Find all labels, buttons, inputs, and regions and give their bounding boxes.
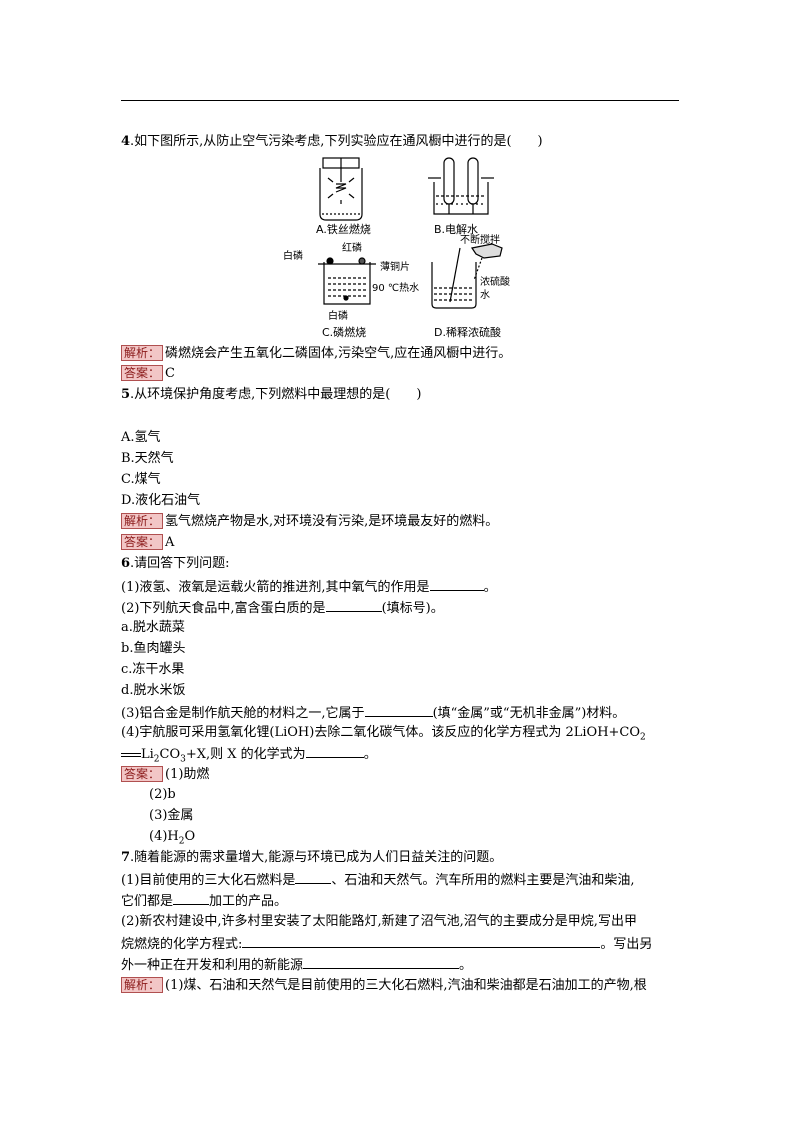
q5-answer: 答案：A — [121, 534, 174, 551]
q7-part2-line2: 烷燃烧的化学方程式:。写出另 — [121, 935, 653, 952]
label-hot-water: 90 ℃热水 — [372, 281, 419, 294]
q6-answer-2: (2)b — [149, 787, 176, 802]
answer-blank — [429, 578, 484, 591]
q6-stem: 6.请回答下列问题: — [121, 556, 230, 571]
q6-part3: (3)铝合金是制作航天舱的材料之一,它属于(填“金属”或“无机非金属”)材料。 — [121, 704, 626, 721]
q6-part4-line1: (4)宇航服可采用氢氧化锂(LiOH)去除二氧化碳气体。该反应的化学方程式为 2… — [121, 725, 646, 743]
q5-analysis: 解析：氢气燃烧产物是水,对环境没有污染,是环境最友好的燃料。 — [121, 513, 498, 530]
analysis-tag: 解析： — [121, 345, 164, 361]
q5-option-b: B.天然气 — [121, 451, 174, 466]
label-red-phosphorus: 红磷 — [342, 241, 362, 254]
header-rule — [121, 100, 679, 101]
analysis-tag: 解析： — [121, 513, 164, 529]
q5-option-d: D.液化石油气 — [121, 493, 201, 508]
answer-blank — [364, 704, 433, 717]
q5-option-a: A.氢气 — [121, 430, 161, 445]
phosphorus-beaker — [318, 257, 376, 305]
q6-answer: 答案：(1)助燃 — [121, 766, 209, 783]
iron-combustion-jar — [319, 157, 363, 221]
q4-analysis: 解析：磷燃烧会产生五氧化二磷固体,污染空气,应在通风橱中进行。 — [121, 345, 511, 362]
electrolysis-apparatus — [428, 157, 494, 215]
q6-part1: (1)液氢、液氧是运载火箭的推进剂,其中氧气的作用是。 — [121, 578, 497, 595]
label-water: 水 — [480, 289, 490, 301]
answer-tag: 答案： — [121, 365, 164, 381]
q7-part1-line2: 它们都是加工的产品。 — [121, 892, 288, 909]
answer-blank — [305, 745, 364, 758]
answer-tag: 答案： — [121, 534, 164, 550]
analysis-tag: 解析： — [121, 977, 164, 993]
label-white-phosphorus: 白磷 — [283, 249, 303, 262]
fig-caption-d: D.稀释浓硫酸 — [434, 325, 501, 339]
fig-caption-c: C.磷燃烧 — [322, 325, 366, 339]
q7-analysis: 解析：(1)煤、石油和天然气是目前使用的三大化石燃料,汽油和柴油都是石油加工的产… — [121, 977, 647, 994]
answer-tag: 答案： — [121, 766, 164, 782]
q7-part1-line1: (1)目前使用的三大化石燃料是、石油和天然气。汽车所用的燃料主要是汽油和柴油, — [121, 871, 635, 888]
q7-part2-line3: 外一种正在开发和利用的新能源。 — [121, 956, 473, 973]
q4-stem: 4.如下图所示,从防止空气污染考虑,下列实验应在通风橱中进行的是( ) — [121, 134, 543, 149]
q5-option-c: C.煤气 — [121, 472, 161, 487]
answer-blank — [295, 871, 332, 884]
q5-stem: 5.从环境保护角度考虑,下列燃料中最理想的是( ) — [121, 387, 422, 402]
q4-answer: 答案：C — [121, 365, 175, 382]
q6-option-a: a.脱水蔬菜 — [121, 620, 185, 635]
q6-part4-line2: Li2CO3+X,则 X 的化学式为。 — [121, 745, 377, 768]
q6-answer-4: (4)H2O — [149, 829, 196, 847]
acid-dilution-beaker — [431, 243, 503, 309]
q6-part2: (2)下列航天食品中,富含蛋白质的是(填标号)。 — [121, 599, 444, 616]
q4-experiment-figure: A.铁丝燃烧 B.电解水 白磷 红磷 薄铜片 90 ℃热水 白磷 C.磷燃烧 不… — [283, 157, 510, 339]
answer-blank — [325, 599, 382, 612]
q6-option-d: d.脱水米饭 — [121, 683, 186, 698]
fig-caption-b: B.电解水 — [434, 222, 478, 236]
label-keep-stirring: 不断搅拌 — [460, 233, 500, 246]
label-white-phosphorus-2: 白磷 — [328, 309, 348, 322]
q7-part2-line1: (2)新农村建设中,许多村里安装了太阳能路灯,新建了沼气池,沼气的主要成分是甲烷… — [121, 914, 637, 929]
q6-option-c: c.冻干水果 — [121, 662, 185, 677]
answer-blank — [303, 956, 460, 969]
q6-option-b: b.鱼肉罐头 — [121, 641, 186, 656]
answer-blank — [242, 935, 601, 948]
label-conc-sulfuric-acid: 浓硫酸 — [480, 275, 510, 288]
answer-blank — [173, 892, 210, 905]
fig-caption-a: A.铁丝燃烧 — [316, 222, 371, 236]
label-copper-sheet: 薄铜片 — [380, 260, 410, 273]
q6-answer-3: (3)金属 — [149, 808, 194, 823]
q7-stem: 7.随着能源的需求量增大,能源与环境已成为人们日益关注的问题。 — [121, 850, 503, 865]
equation-equals-sign — [121, 752, 141, 757]
